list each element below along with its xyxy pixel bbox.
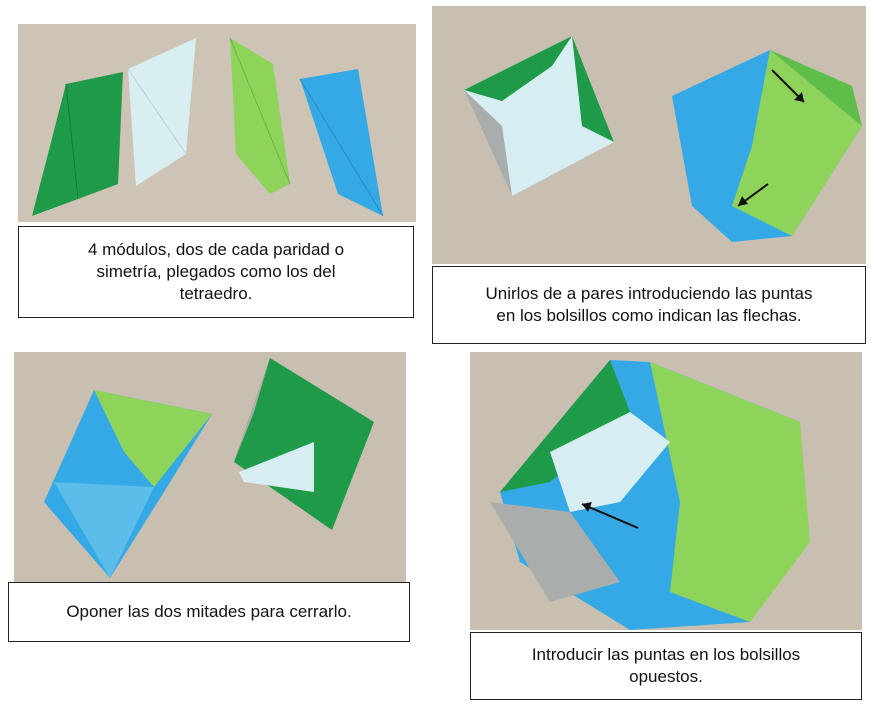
caption-text: Introducir las puntas en los bolsillos o… [531,645,801,686]
photo-modules [18,24,416,222]
caption-text: Oponer las dos mitades para cerrarlo. [66,602,352,621]
caption-pairs: Unirlos de a pares introduciendo las pun… [432,266,866,344]
caption-modules: 4 módulos, dos de cada paridad o simetrí… [18,226,414,318]
photo-closing [470,352,862,630]
caption-text: Unirlos de a pares introduciendo las pun… [485,284,813,325]
caption-text: 4 módulos, dos de cada paridad o simetrí… [87,240,345,303]
photo-pairs [432,6,866,264]
caption-halves: Oponer las dos mitades para cerrarlo. [8,582,410,642]
caption-closing: Introducir las puntas en los bolsillos o… [470,632,862,700]
photo-halves [14,352,406,584]
